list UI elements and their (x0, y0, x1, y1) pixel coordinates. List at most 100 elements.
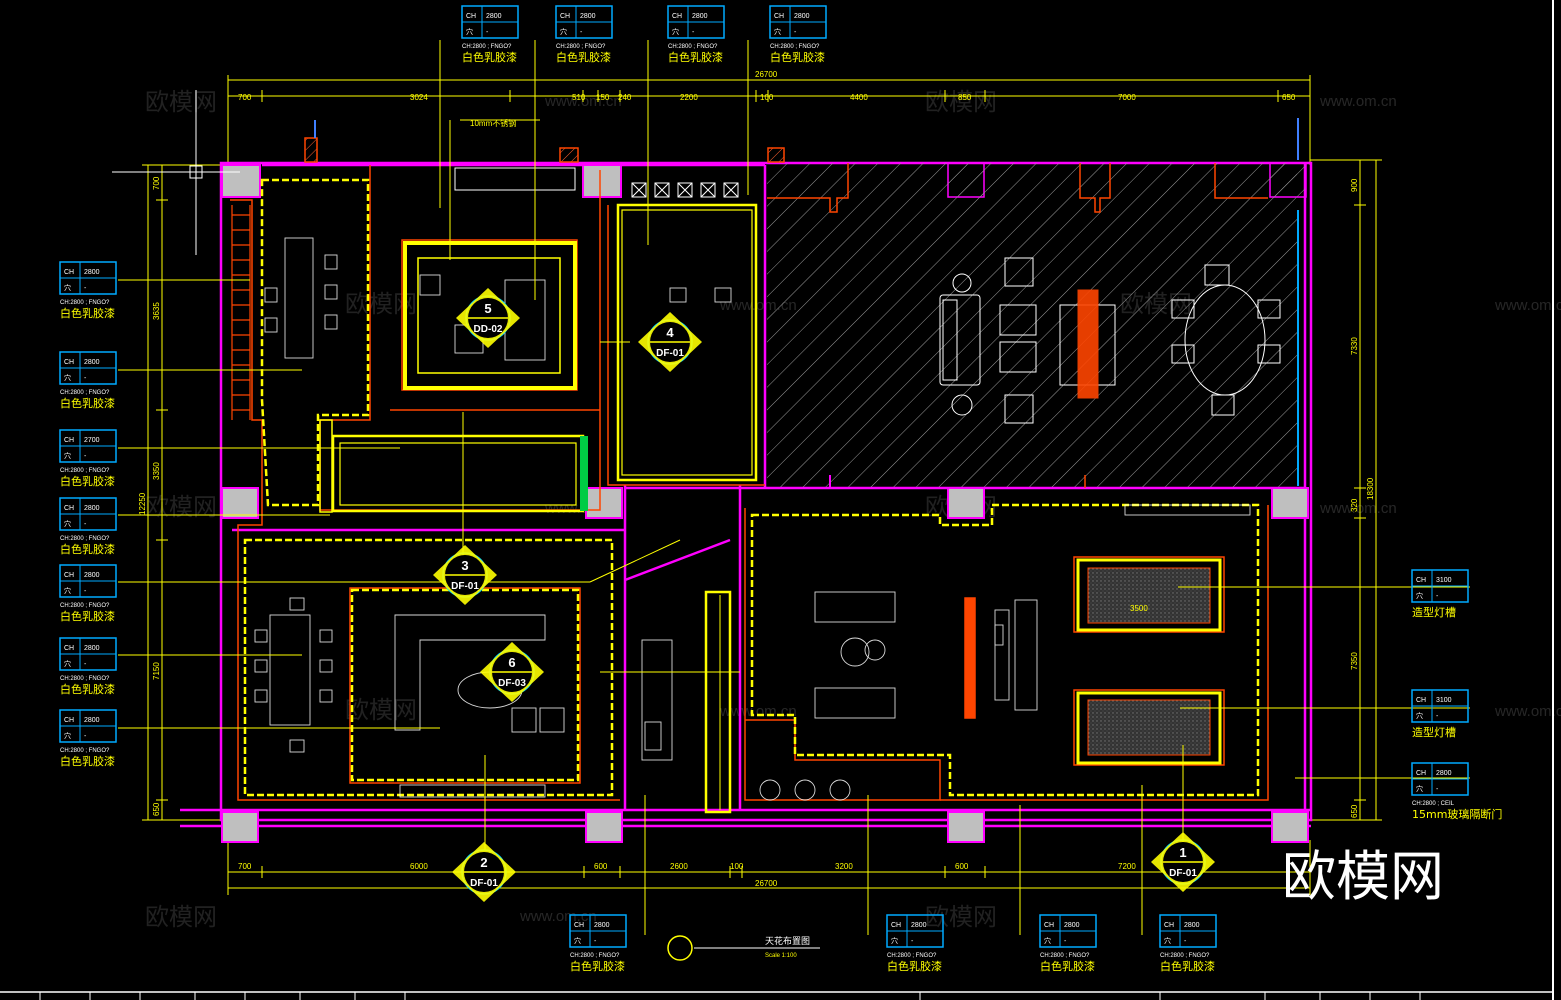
column (585, 487, 623, 519)
tag-ch-value: 2800 (84, 717, 100, 724)
svg-text:6000: 6000 (410, 862, 428, 871)
section-marker: 4DF-01 (638, 312, 702, 372)
tag-note: CH:2800 ; FNGO? (60, 603, 110, 609)
tag-row2-label: 穴 (64, 373, 71, 382)
tag-ch-value: 2700 (84, 437, 100, 444)
watermark-url: www.om.cn (1319, 93, 1397, 110)
tag-ch-label: CH (64, 269, 74, 276)
svg-text:900: 900 (1350, 178, 1359, 192)
svg-text:600: 600 (594, 862, 608, 871)
tag-ch-value: 2800 (692, 13, 708, 20)
svg-text:320: 320 (1350, 498, 1359, 512)
column (582, 164, 622, 198)
tag-material: 白色乳胶漆 (1040, 959, 1095, 973)
svg-text:3635: 3635 (152, 302, 161, 320)
tag-ch-value: 2800 (486, 13, 502, 20)
tag-material: 白色乳胶漆 (60, 474, 115, 488)
tag-material: 白色乳胶漆 (556, 50, 611, 64)
column (1271, 487, 1309, 519)
planter (580, 436, 588, 511)
tag-ch-value: 2800 (911, 922, 927, 929)
office-furniture (254, 237, 1251, 801)
staircase (231, 205, 251, 420)
svg-text:650: 650 (1282, 93, 1296, 102)
tag-row2-value: - (486, 29, 489, 36)
svg-text:7330: 7330 (1350, 337, 1359, 355)
tag-row2-label: 穴 (64, 451, 71, 460)
svg-text:7150: 7150 (152, 662, 161, 680)
right-dimension-labels: 900 7330 320 7350 650 18300 (1350, 178, 1375, 818)
brand-logo: 欧模网 (1282, 845, 1444, 908)
svg-text:7350: 7350 (1350, 652, 1359, 670)
svg-text:4400: 4400 (850, 93, 868, 102)
marker-number: 5 (484, 301, 491, 316)
column (221, 487, 259, 519)
section-marker: 5DD-02 (456, 288, 520, 348)
tag-ch-value: 2800 (580, 13, 596, 20)
logo-text: 欧模网 (1282, 845, 1444, 908)
open-area-hatched (767, 163, 1297, 488)
tag-note: CH:2800 ; CEIL (1412, 801, 1455, 807)
leader-lines (118, 40, 1470, 935)
marker-number: 1 (1179, 845, 1186, 860)
left-total-dimension: 12250 (138, 492, 147, 515)
svg-text:650: 650 (1350, 804, 1359, 818)
tag-row2-label: 穴 (774, 27, 781, 36)
tag-row2-value: - (1064, 938, 1067, 945)
marker-number: 3 (461, 558, 468, 573)
tag-material: 15mm玻璃隔断门 (1412, 807, 1502, 821)
tag-material: 白色乳胶漆 (60, 542, 115, 556)
tag-row2-label: 穴 (672, 27, 679, 36)
tag-row2-label: 穴 (64, 586, 71, 595)
drawing-scale: Scale 1:100 (765, 953, 797, 959)
tag-row2-label: 穴 (574, 936, 581, 945)
svg-text:7200: 7200 (1118, 862, 1136, 871)
watermark: 欧模网 (145, 903, 217, 931)
tag-material: 白色乳胶漆 (668, 50, 723, 64)
tag-note: CH:2800 ; FNGO? (60, 300, 110, 306)
left-dimension-labels: 700 3635 3350 7150 650 12250 (138, 176, 161, 816)
tag-row2-value: - (580, 29, 583, 36)
tag-row2-value: - (84, 733, 87, 740)
left-dimension-chain (142, 164, 228, 821)
bottom-dimension-labels: 700 6000 600 2600 100 3200 600 7200 2670… (238, 862, 1136, 888)
tag-ch-value: 2800 (1184, 922, 1200, 929)
tag-material: 白色乳胶漆 (770, 50, 825, 64)
tag-note: CH:2800 ; FNGO? (60, 676, 110, 682)
top-dimension-labels: 700 3024 510 150 240 2200 100 4400 850 7… (238, 93, 1296, 102)
svg-text:240: 240 (618, 93, 632, 102)
column (221, 811, 259, 843)
tag-note: CH:2800 ; FNGO? (556, 44, 606, 50)
watermark-url: www.om.cn (1494, 703, 1561, 720)
tag-note: CH:2800 ; FNGO? (462, 44, 512, 50)
tag-ch-value: 2800 (84, 269, 100, 276)
marker-number: 6 (508, 655, 515, 670)
tag-material: 白色乳胶漆 (60, 754, 115, 768)
tag-note: CH:2800 ; FNGO? (60, 468, 110, 474)
tag-row2-value: - (1436, 786, 1439, 793)
tag-material: 白色乳胶漆 (60, 609, 115, 623)
svg-text:3350: 3350 (152, 462, 161, 480)
marker-code: DF-01 (656, 348, 684, 359)
svg-text:150: 150 (596, 93, 610, 102)
columns (221, 164, 1309, 843)
svg-text:600: 600 (955, 862, 969, 871)
tag-ch-label: CH (1416, 577, 1426, 584)
tag-ch-label: CH (574, 922, 584, 929)
svg-text:700: 700 (238, 93, 252, 102)
tag-note: CH:2800 ; FNGO? (60, 390, 110, 396)
tag-row2-value: - (84, 661, 87, 668)
tag-row2-value: - (84, 285, 87, 292)
tag-note: CH:2800 ; FNGO? (570, 953, 620, 959)
tag-row2-value: - (84, 588, 87, 595)
watermark: 欧模网 (145, 88, 217, 116)
